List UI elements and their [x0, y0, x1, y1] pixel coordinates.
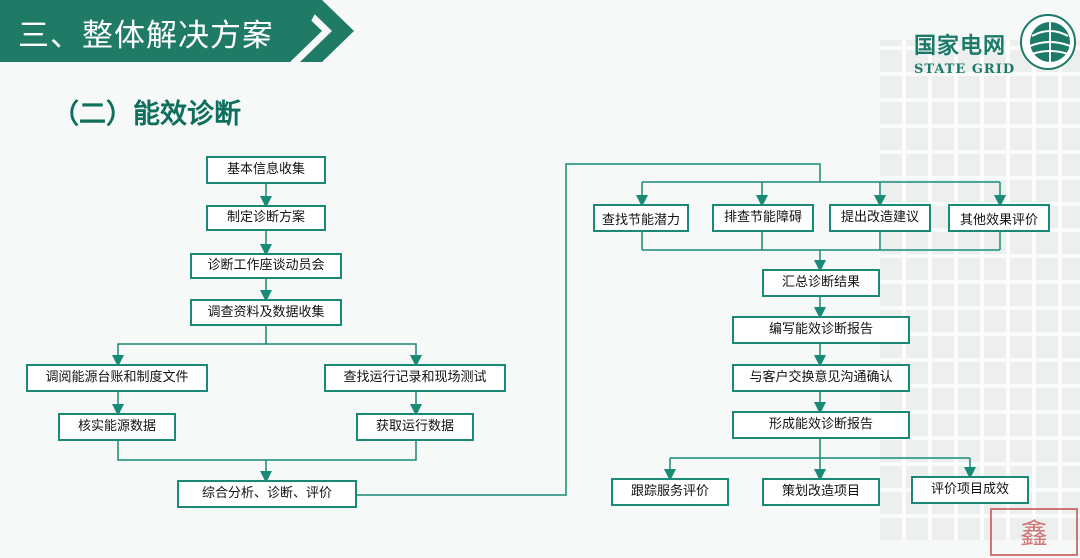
- banner-chevron-icon: [255, 0, 354, 62]
- node-basic-info: 基本信息收集: [206, 156, 326, 184]
- state-grid-logo: 国家电网 STATE GRID: [914, 28, 1015, 77]
- node-propose-retrofit: 提出改造建议: [829, 204, 931, 232]
- node-review-ledger: 调阅能源台账和制度文件: [26, 364, 208, 392]
- node-kickoff-meeting: 诊断工作座谈动员会: [190, 253, 342, 279]
- globe-logo-icon: [1020, 14, 1076, 70]
- header-banner: 三、整体解决方案: [0, 0, 290, 62]
- node-evaluate-results: 评价项目成效: [911, 476, 1029, 504]
- node-track-service: 跟踪服务评价: [611, 478, 729, 506]
- background-pattern: [880, 40, 1080, 540]
- node-verify-energy-data: 核实能源数据: [58, 413, 176, 441]
- node-summarize-results: 汇总诊断结果: [762, 269, 880, 297]
- node-field-test: 查找运行记录和现场测试: [324, 364, 506, 392]
- page-title: 三、整体解决方案: [18, 18, 274, 54]
- node-analysis-diagnosis: 综合分析、诊断、评价: [177, 480, 357, 508]
- node-other-evaluation: 其他效果评价: [948, 204, 1050, 232]
- node-check-obstacles: 排查节能障碍: [712, 204, 814, 232]
- node-write-report: 编写能效诊断报告: [732, 316, 910, 344]
- node-get-run-data: 获取运行数据: [356, 413, 474, 441]
- node-customer-confirm: 与客户交换意见沟通确认: [732, 364, 910, 392]
- node-make-plan: 制定诊断方案: [206, 205, 326, 231]
- node-data-collection: 调查资料及数据收集: [190, 299, 342, 326]
- node-plan-retrofit: 策划改造项目: [762, 478, 880, 506]
- watermark-stamp: 鑫: [990, 508, 1078, 556]
- node-find-potential: 查找节能潜力: [593, 204, 689, 232]
- logo-english: STATE GRID: [914, 62, 1016, 77]
- section-heading: （二）能效诊断: [52, 99, 241, 130]
- logo-chinese: 国家电网: [914, 34, 1007, 59]
- node-final-report: 形成能效诊断报告: [732, 411, 910, 439]
- watermark-text: 鑫: [1019, 517, 1048, 550]
